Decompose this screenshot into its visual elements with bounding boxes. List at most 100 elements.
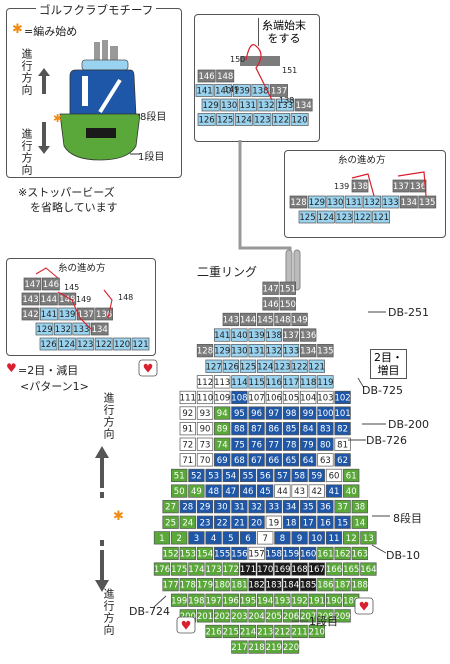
detail-top-bead-132-number: 132 [258, 101, 274, 111]
bead-146-number: 146 [262, 300, 278, 310]
bead-71 [179, 453, 196, 467]
detail-left-bead-141-number: 141 [41, 310, 57, 320]
bead-2 [171, 531, 188, 545]
bead-128 [196, 344, 214, 358]
bead-164 [360, 562, 377, 576]
detail-left-bead-129-number: 129 [36, 325, 52, 335]
bead-80-number: 80 [320, 440, 331, 450]
bead-216-number: 216 [205, 627, 221, 637]
db251-label: DB-251 [388, 306, 429, 319]
detail-top-bead-139-number: 139 [234, 87, 250, 97]
bead-20 [248, 515, 265, 529]
bead-123-number: 123 [274, 362, 290, 372]
db725-pointer [357, 377, 365, 389]
detail-right-top-137 [392, 179, 410, 193]
bead-166 [325, 562, 343, 576]
bead-77 [265, 437, 282, 451]
bead-207 [300, 609, 317, 623]
detail-left-bead-143 [21, 292, 40, 306]
bead-157-number: 157 [248, 549, 264, 559]
bead-47-number: 47 [225, 487, 236, 497]
detail-right-bead-121-number: 121 [373, 213, 389, 223]
bead-37 [334, 500, 351, 514]
bead-193 [274, 593, 291, 607]
bead-73-number: 73 [200, 440, 211, 450]
bead-154 [196, 546, 214, 561]
db725-label: DB-725 [362, 384, 403, 397]
bead-203 [231, 609, 248, 623]
direction-dash-1 [100, 492, 104, 498]
bead-46-number: 46 [243, 487, 254, 497]
detail-top-bead-141-number: 141 [196, 87, 212, 97]
bead-84 [300, 422, 317, 436]
increase-note-line2: 増目 [377, 364, 400, 377]
bead-65-number: 65 [286, 456, 297, 466]
bead-199 [171, 593, 188, 607]
detail-left-label-148: 148 [118, 293, 133, 302]
heart-icon-bottom-frame [176, 616, 196, 634]
bead-46 [239, 484, 257, 498]
bead-101 [334, 406, 351, 420]
bead-74-number: 74 [217, 440, 228, 450]
bead-213-number: 213 [257, 627, 273, 637]
bead-181-number: 181 [231, 581, 247, 591]
bead-33-number: 33 [268, 503, 279, 513]
bead-191-number: 191 [309, 596, 325, 606]
bead-160-number: 160 [300, 549, 316, 559]
bead-133 [282, 344, 300, 358]
bead-48 [205, 484, 222, 498]
bead-8 [274, 531, 291, 545]
bead-43 [291, 484, 308, 498]
bead-81-number: 81 [337, 440, 348, 450]
bead-59-number: 59 [311, 471, 322, 481]
bead-2-number: 2 [176, 534, 181, 544]
bead-34 [282, 500, 300, 514]
bead-117 [282, 375, 300, 389]
detail-top-bead-131-number: 131 [240, 101, 256, 111]
detail-left-bead-142 [21, 307, 40, 321]
bead-118 [300, 375, 317, 389]
bead-174 [188, 562, 205, 576]
bead-155-number: 155 [214, 549, 230, 559]
bead-75 [231, 437, 248, 451]
bead-57 [274, 468, 291, 483]
bead-158 [265, 546, 282, 561]
detail-top-bead-146-number: 146 [198, 72, 214, 82]
detail-left-bead-122-number: 122 [96, 340, 112, 350]
bead-28 [179, 500, 196, 514]
bead-206-number: 206 [283, 612, 299, 622]
detail-top-bead-148 [216, 69, 235, 83]
bead-204-number: 204 [248, 612, 264, 622]
detail-top-bead-146 [197, 69, 216, 83]
bead-98-number: 98 [286, 409, 297, 419]
bead-11-number: 11 [329, 534, 340, 544]
stopper-note-line2: を省略しています [30, 201, 118, 214]
bead-82-number: 82 [337, 425, 348, 435]
bead-103-number: 103 [317, 393, 333, 403]
bead-127-number: 127 [205, 362, 221, 372]
bead-182 [248, 578, 265, 592]
bead-131 [248, 344, 265, 358]
bead-68-number: 68 [234, 456, 245, 466]
bead-163 [351, 546, 368, 561]
bead-63-number: 63 [320, 456, 331, 466]
bead-38-number: 38 [354, 503, 365, 513]
bead-53 [205, 468, 222, 483]
bead-63 [317, 453, 334, 467]
bead-205-number: 205 [266, 612, 282, 622]
bead-51-number: 51 [174, 471, 185, 481]
detail-right-bead-133 [381, 195, 400, 209]
bead-195 [239, 593, 257, 607]
bead-64 [300, 453, 317, 467]
bead-86-number: 86 [268, 425, 279, 435]
thread-end-line1: 糸端始末 [262, 19, 306, 32]
start-star-icon: ✱ [12, 22, 23, 37]
bead-170-number: 170 [257, 565, 273, 575]
detail-right-bead-131-number: 131 [346, 198, 362, 208]
bead-186-number: 186 [317, 581, 333, 591]
bead-168-number: 168 [291, 565, 307, 575]
bead-217-number: 217 [231, 643, 247, 653]
detail-right-bead-132-number: 132 [364, 198, 380, 208]
bead-38 [351, 500, 368, 514]
bead-79 [300, 437, 317, 451]
